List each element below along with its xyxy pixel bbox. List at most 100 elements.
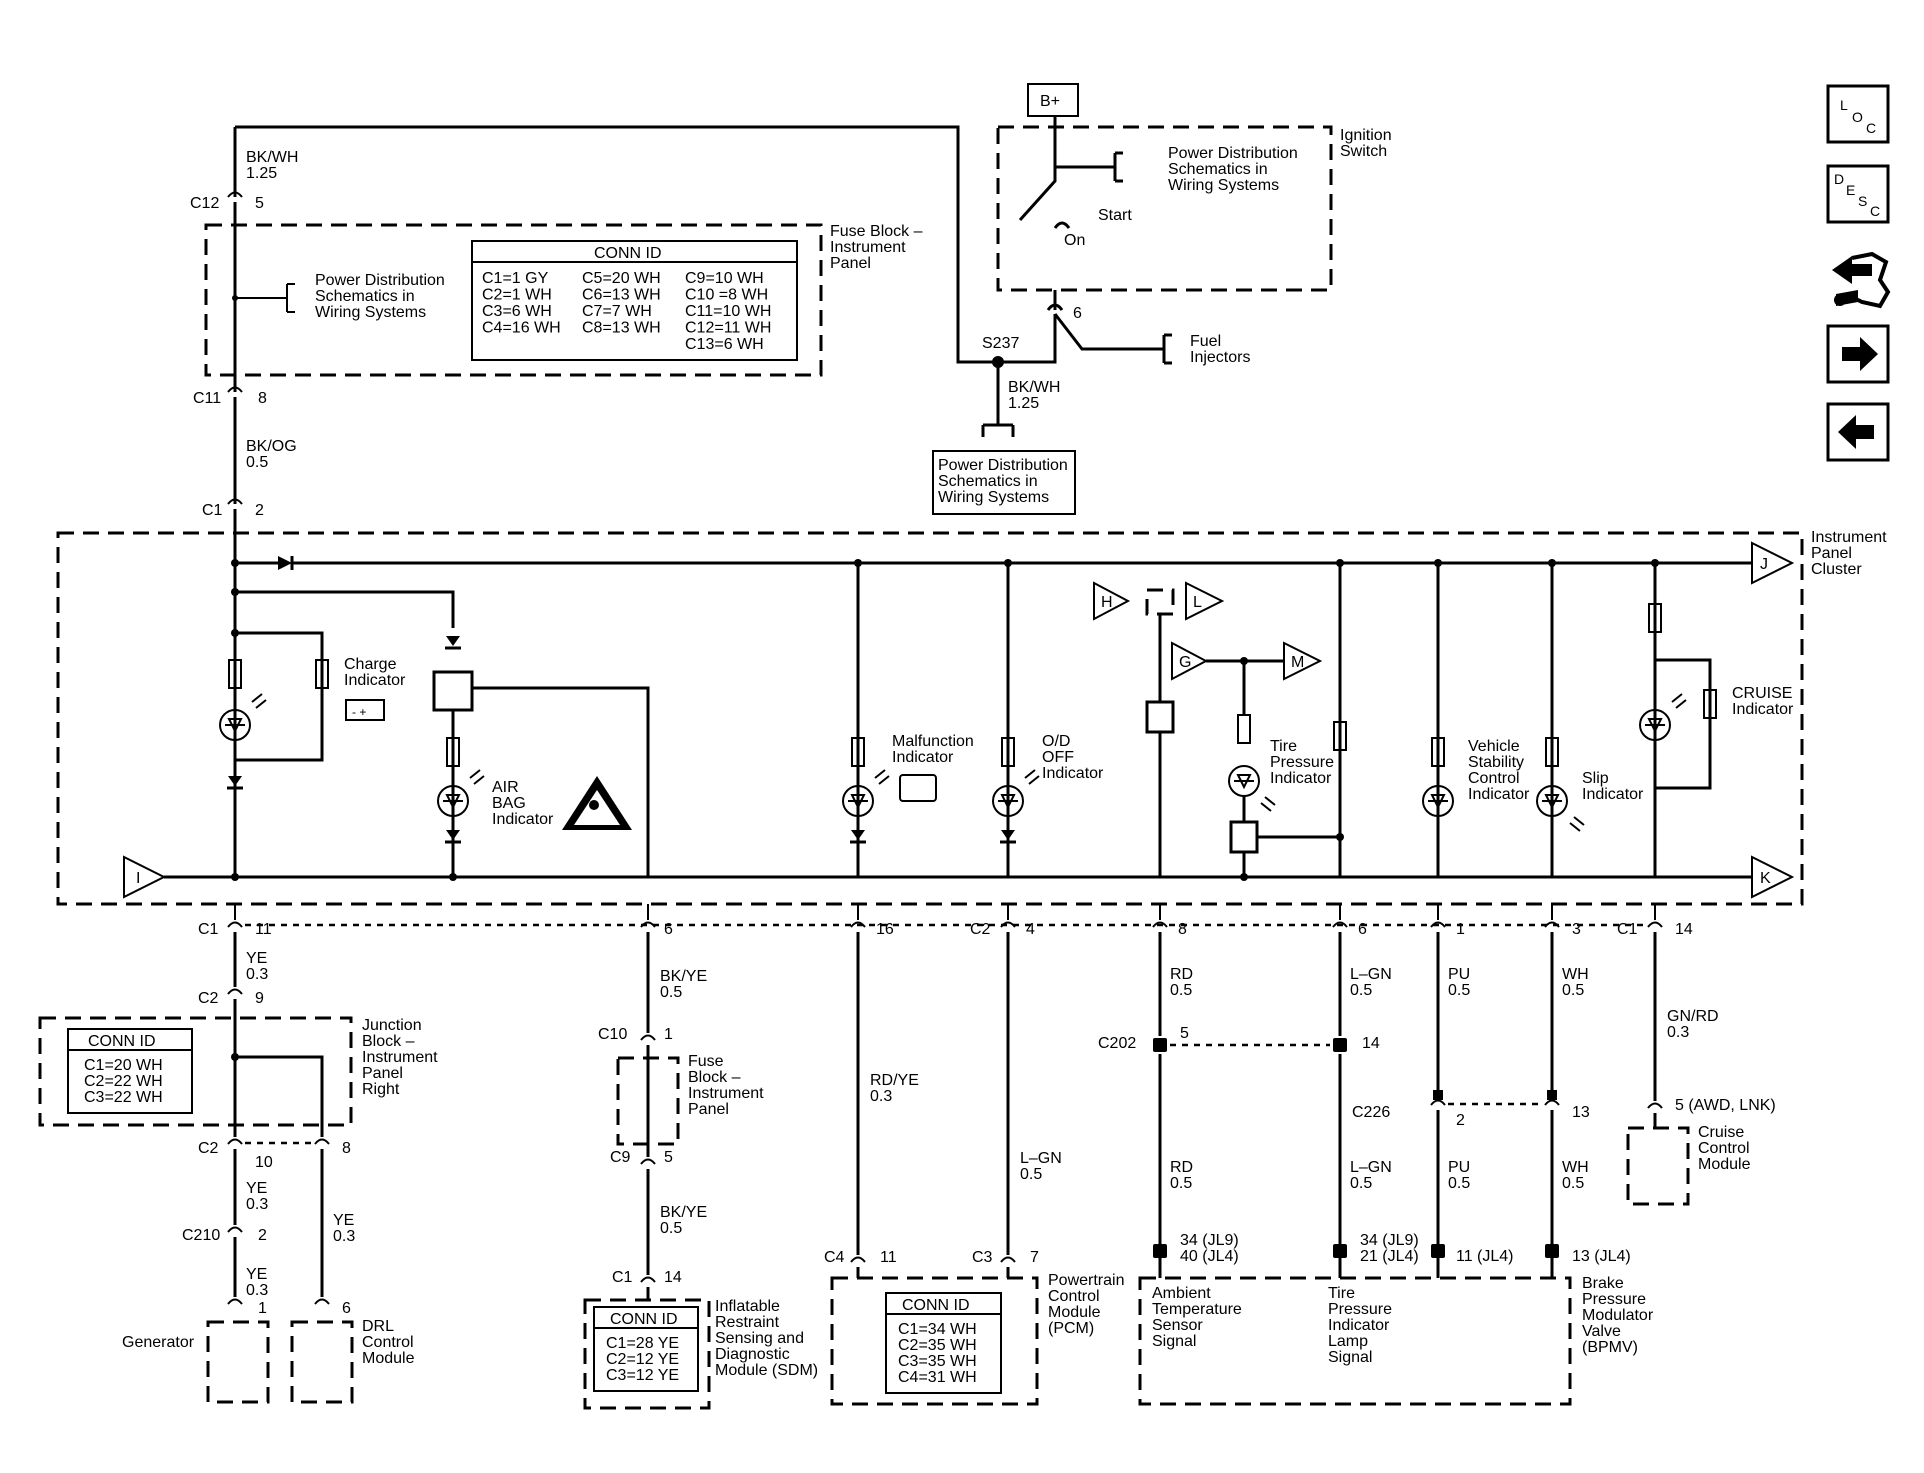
flag-g: G	[1179, 654, 1191, 671]
pcm-conn-title: CONN ID	[902, 1297, 970, 1314]
vsc-indicator-label: Indicator	[1468, 786, 1530, 803]
fuse-block-label: Instrument	[830, 239, 906, 256]
junction-block-label: Junction	[362, 1017, 422, 1034]
sdm-conn-row: C3=12 YE	[606, 1367, 679, 1384]
ye-wire-a: YE	[246, 950, 267, 967]
wire-c12-color: BK/WH	[246, 149, 298, 166]
pcm-c3-label: C3	[972, 1249, 993, 1266]
connector-terminal	[1544, 904, 1560, 928]
pcm-rdye: 0.3	[870, 1088, 892, 1105]
next-arrow-button[interactable]	[1826, 324, 1890, 384]
loc-letter: L	[1840, 97, 1848, 113]
pin-rd: 40 (JL4)	[1180, 1248, 1239, 1265]
sdm-fuse-block-label: Fuse	[688, 1053, 724, 1070]
pin-3: 3	[1572, 921, 1581, 938]
bottom-connectors	[227, 904, 1663, 928]
pin-rd: 34 (JL9)	[1180, 1232, 1239, 1249]
cruise-module-label: Control	[1698, 1140, 1750, 1157]
pin-wh: 13 (JL4)	[1572, 1248, 1631, 1265]
c202-label: C202	[1098, 1035, 1136, 1052]
splice-label: S237	[982, 335, 1019, 352]
bpmv-lgn-a: L–GN	[1350, 966, 1392, 983]
drl-module-label: Module	[362, 1350, 415, 1367]
ye-wire-d: YE	[246, 1266, 267, 1283]
connector-terminal	[850, 904, 866, 928]
conn-id-cell: C6=13 WH	[582, 287, 661, 304]
pcm-label: Powertrain	[1048, 1272, 1124, 1289]
bpmv-lgn-b: L–GN	[1350, 1159, 1392, 1176]
ignition-switch	[932, 83, 1333, 515]
flag-i: I	[136, 870, 140, 887]
bpmv-wh-b: 0.5	[1562, 1175, 1584, 1192]
jb-conn-row: C3=22 WH	[84, 1089, 163, 1106]
wire-bkog-color: BK/OG	[246, 438, 297, 455]
pcm-c4-label: C4	[824, 1249, 845, 1266]
conn-id-cell: C8=13 WH	[582, 320, 661, 337]
airbag-indicator-label: BAG	[492, 795, 526, 812]
tire-lamp-label: Pressure	[1328, 1301, 1392, 1318]
c10-pin: 1	[664, 1026, 673, 1043]
vsc-indicator-label: Control	[1468, 770, 1520, 787]
connector-terminal	[1152, 904, 1168, 928]
connector-terminal	[1000, 904, 1016, 928]
pcm-c3-pin: 7	[1030, 1249, 1039, 1266]
bpmv-lgn-a: 0.5	[1350, 982, 1372, 999]
flag-k: K	[1760, 870, 1771, 887]
tire-indicator-label: Indicator	[1270, 770, 1332, 787]
ambient-label: Signal	[1152, 1333, 1196, 1350]
tire-indicator-label: Tire	[1270, 738, 1297, 755]
prev-arrow-button[interactable]	[1826, 402, 1890, 462]
sdm-fuse-block-label: Panel	[688, 1101, 729, 1118]
bplus-label: B+	[1040, 93, 1060, 110]
conn-id-cell: C12=11 WH	[685, 320, 771, 337]
c1-11-pin: 11	[255, 921, 272, 938]
airbag-indicator-label: AIR	[492, 779, 519, 796]
conn-id-cell: C4=16 WH	[482, 320, 561, 337]
c202-pin5: 5	[1180, 1025, 1189, 1042]
pcm-rdye: RD/YE	[870, 1072, 919, 1089]
ambient-label: Ambient	[1152, 1285, 1211, 1302]
pcm-label: Control	[1048, 1288, 1100, 1305]
pin-8-left: 8	[342, 1140, 351, 1157]
power-dist-label: Schematics in	[315, 288, 415, 305]
c12-label: C12	[190, 195, 219, 212]
c1-14-pin: 14	[1675, 921, 1693, 938]
pin-8: 8	[1178, 921, 1187, 938]
charge-indicator-label: Charge	[344, 656, 397, 673]
pcm-c4-pin: 11	[880, 1249, 897, 1266]
junction-block-label: Panel	[362, 1065, 403, 1082]
bpmv-section	[1138, 932, 1572, 1406]
pin-lgn: 21 (JL4)	[1360, 1248, 1419, 1265]
c1-top-pin: 2	[255, 502, 264, 519]
desc-button[interactable]: D E S C	[1826, 164, 1890, 224]
slip-indicator-label: Indicator	[1582, 786, 1644, 803]
c10-label: C10	[598, 1026, 627, 1043]
connector-terminal	[1647, 904, 1663, 928]
ignition-pin: 6	[1073, 305, 1082, 322]
pin-6a: 6	[664, 921, 673, 938]
sdm-c1-label: C1	[612, 1269, 633, 1286]
loc-letter: C	[1866, 120, 1876, 136]
connector-tool-icon[interactable]	[1832, 251, 1891, 309]
wire-bkog-gauge: 0.5	[246, 454, 268, 471]
ignition-switch-label: Switch	[1340, 143, 1387, 160]
pin-6b: 6	[1358, 921, 1367, 938]
sdm-fuse-block-label: Block –	[688, 1069, 741, 1086]
sdm-conn-title: CONN ID	[610, 1311, 678, 1328]
drl-module-label: Control	[362, 1334, 414, 1351]
sdm-label: Diagnostic	[715, 1346, 790, 1363]
pcm-lgn: 0.5	[1020, 1166, 1042, 1183]
arrow-right-icon	[1842, 337, 1878, 371]
malfunction-indicator-label: Malfunction	[892, 733, 974, 750]
vsc-indicator-label: Stability	[1468, 754, 1524, 771]
c210-label: C210	[182, 1227, 220, 1244]
bpmv-wh-b: WH	[1562, 1159, 1589, 1176]
od-indicator-label: Indicator	[1042, 765, 1104, 782]
c2-4-pin: 4	[1026, 921, 1035, 938]
loc-button[interactable]: L O C	[1826, 84, 1890, 144]
c9-label: C9	[610, 1149, 631, 1166]
sdm-label: Module (SDM)	[715, 1362, 818, 1379]
tire-indicator-label: Pressure	[1270, 754, 1334, 771]
c226-label: C226	[1352, 1104, 1390, 1121]
